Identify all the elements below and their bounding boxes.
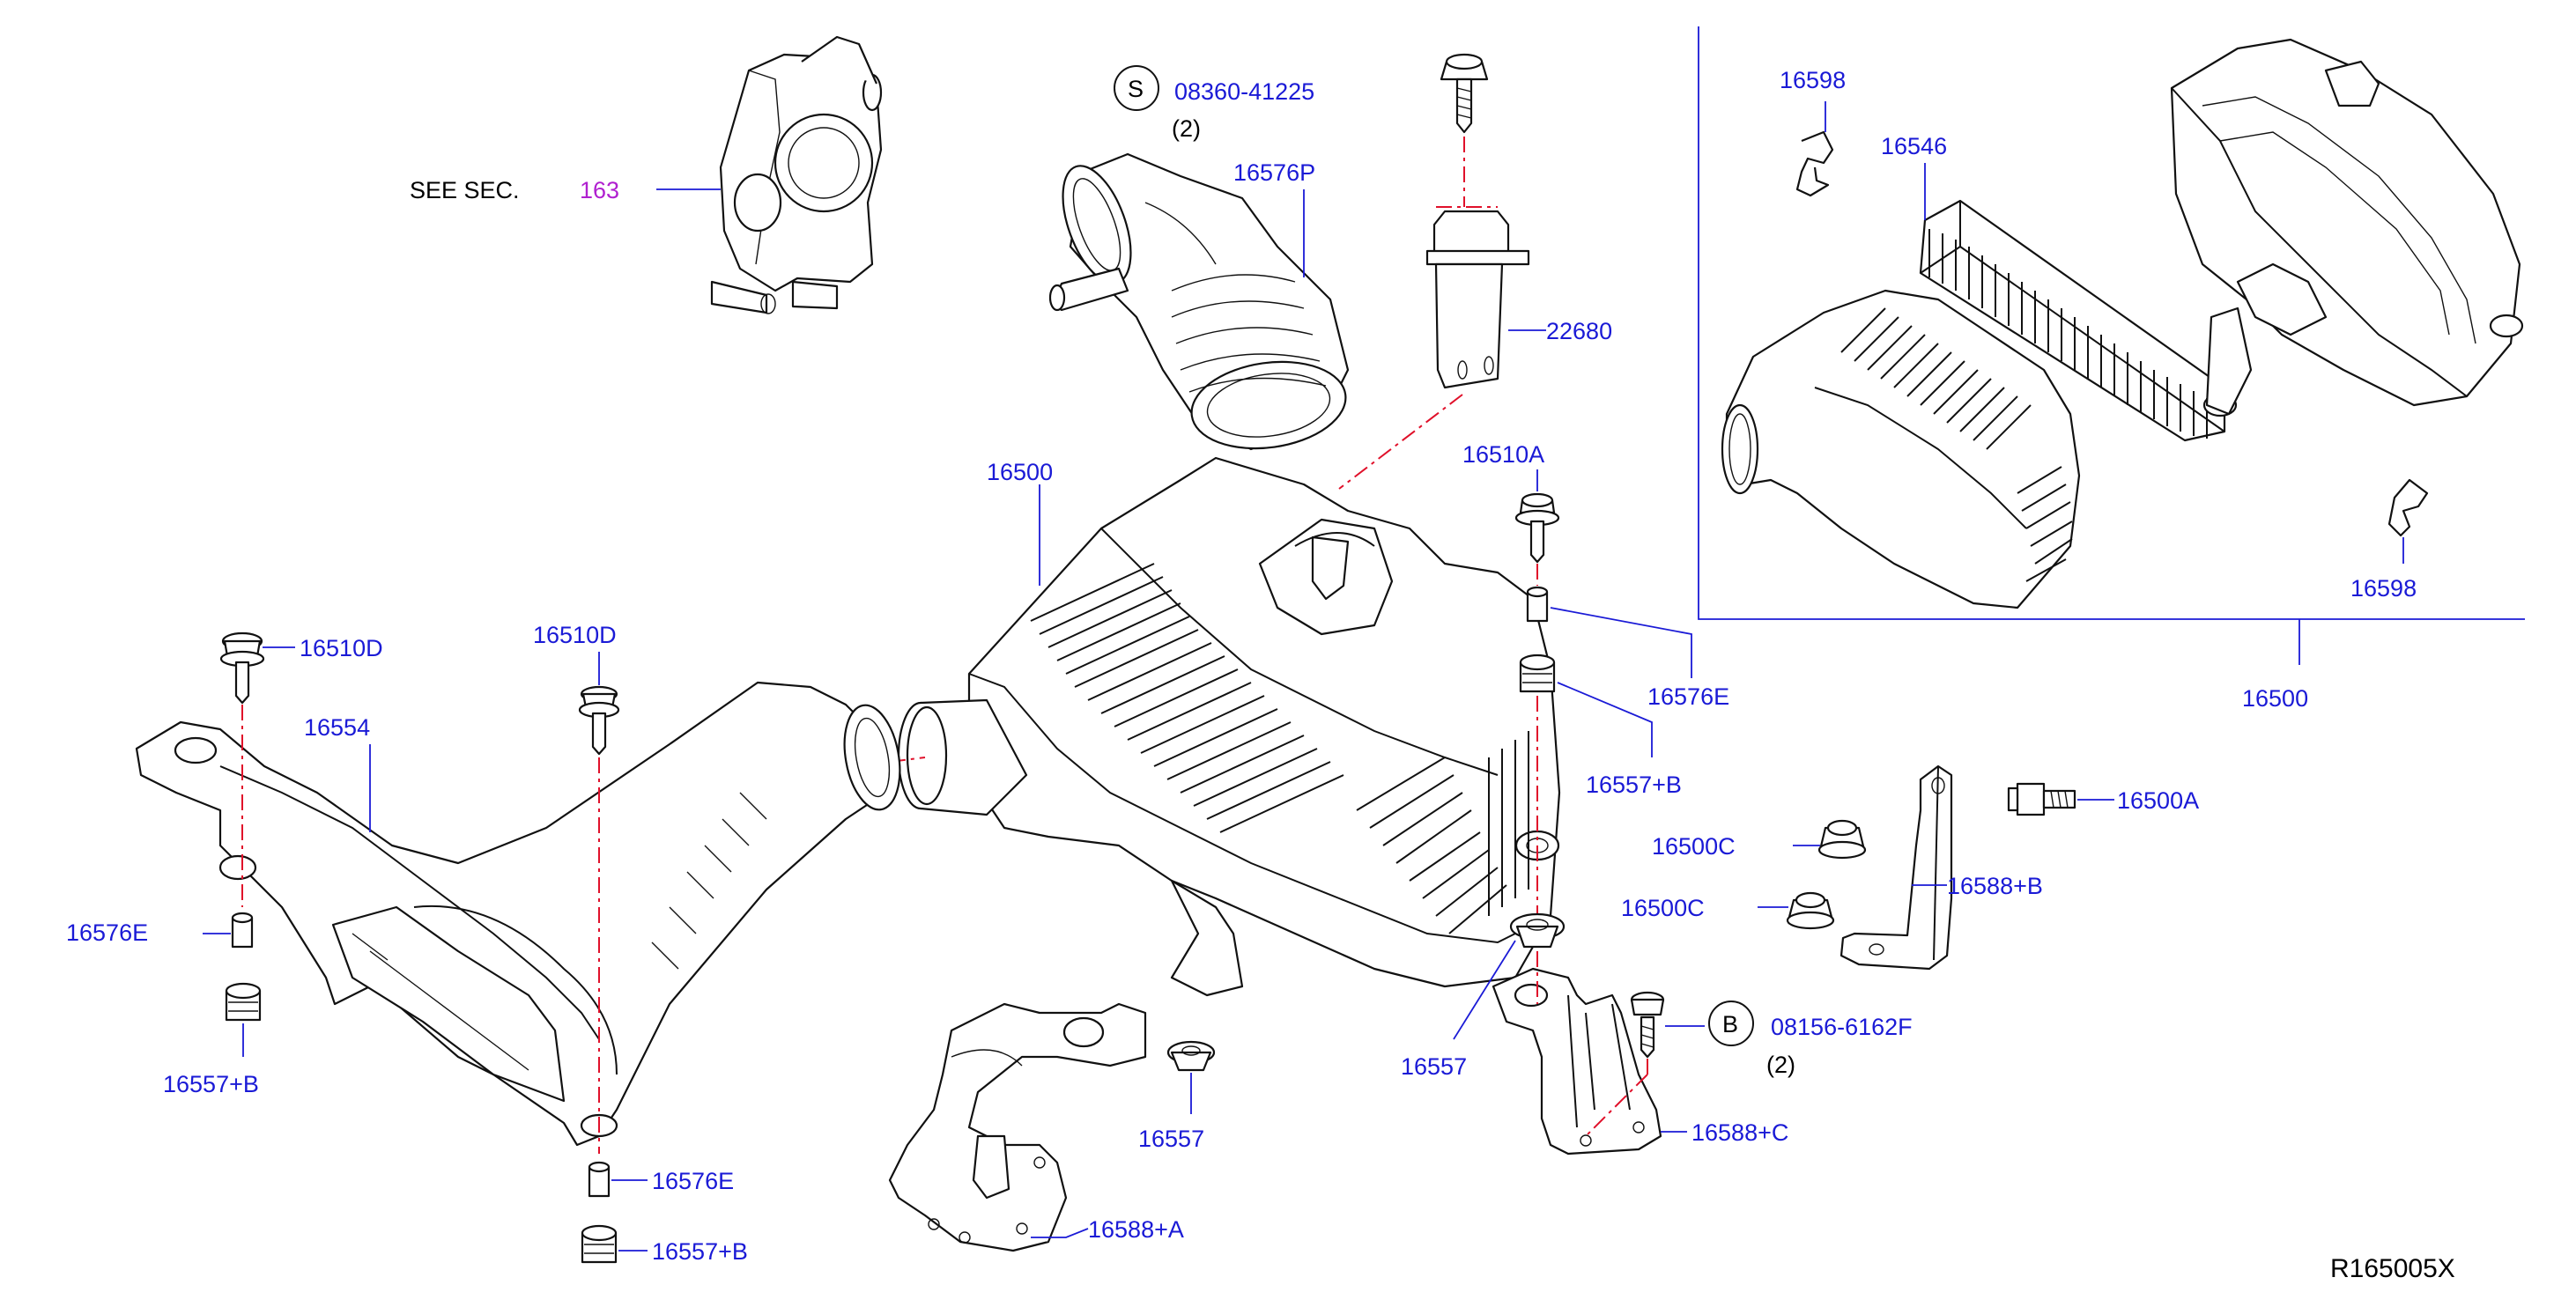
label-16500a: 16500A bbox=[2117, 787, 2199, 814]
screw-quantity: (2) bbox=[1172, 115, 1201, 142]
bolt-16510a-part bbox=[1514, 492, 1560, 564]
bracket-16588b-part bbox=[1839, 764, 1953, 971]
lead-16588a bbox=[1031, 1228, 1089, 1238]
maf-sensor-22680-part bbox=[1425, 210, 1530, 389]
bolt-symbol: B bbox=[1722, 1011, 1738, 1037]
label-16557-right: 16557 bbox=[1401, 1053, 1467, 1080]
nut-16500c-top-part bbox=[1817, 819, 1867, 860]
filter-element-16546-part bbox=[1919, 199, 2226, 442]
nut-16500c-bottom-part bbox=[1786, 891, 1835, 930]
inset-frame bbox=[1698, 26, 2525, 620]
bolt-16510d-left-part bbox=[219, 631, 265, 705]
bolt-part-number: 08156-6162F bbox=[1771, 1014, 1913, 1040]
maf-dashline bbox=[1338, 394, 1463, 490]
label-16510d-mid: 16510D bbox=[533, 622, 617, 648]
label-16588a: 16588+A bbox=[1088, 1216, 1184, 1243]
air-duct-16576p-part bbox=[1048, 152, 1350, 451]
screw-08360-part bbox=[1440, 53, 1489, 134]
lead-16557-right bbox=[1453, 940, 1516, 1040]
bolt-16510d-mid-part bbox=[578, 685, 620, 756]
label-16546: 16546 bbox=[1881, 133, 1947, 159]
label-16598-bottom: 16598 bbox=[2350, 575, 2417, 602]
grommet-16557b-bottom-part bbox=[581, 1224, 618, 1264]
label-16588c: 16588+C bbox=[1691, 1119, 1788, 1146]
lead-16557b-right bbox=[1557, 682, 1653, 757]
label-16510a: 16510A bbox=[1462, 441, 1544, 468]
spacer-16576e-left-part bbox=[231, 912, 254, 949]
grommet-16557b-left-part bbox=[225, 982, 262, 1022]
label-16576e-left: 16576E bbox=[66, 919, 148, 946]
bolt-symbol-circle bbox=[1708, 1001, 1754, 1046]
screw-symbol: S bbox=[1128, 76, 1144, 102]
label-16576e-right: 16576E bbox=[1647, 683, 1729, 710]
bolt-quantity: (2) bbox=[1766, 1052, 1795, 1078]
resonator-16554-part bbox=[135, 681, 901, 1147]
lower-case-part bbox=[1721, 289, 2081, 609]
label-16598-top: 16598 bbox=[1780, 67, 1846, 93]
label-16500c-top: 16500C bbox=[1652, 833, 1736, 860]
label-16557-center: 16557 bbox=[1138, 1126, 1204, 1152]
grommet-16557-center-part bbox=[1166, 1040, 1216, 1072]
label-16500-inset: 16500 bbox=[2242, 685, 2308, 712]
bracket-16588a-part bbox=[888, 1002, 1147, 1252]
bracket-c-dash-2 bbox=[1585, 1074, 1648, 1137]
label-16554: 16554 bbox=[304, 714, 370, 741]
label-16576p: 16576P bbox=[1233, 159, 1315, 186]
diagram-code: R165005X bbox=[2330, 1254, 2455, 1283]
bracket-16588c-part bbox=[1492, 967, 1662, 1156]
label-16576e-bottom: 16576E bbox=[652, 1168, 734, 1194]
lead-16576e-right bbox=[1550, 607, 1692, 678]
grommet-16557b-right-part bbox=[1519, 654, 1556, 693]
label-16557b-right: 16557+B bbox=[1586, 772, 1682, 798]
throttle-body-part bbox=[710, 35, 883, 314]
bolt-16500a-part bbox=[2007, 782, 2076, 816]
see-section-number: 163 bbox=[580, 177, 619, 203]
label-16500-main: 16500 bbox=[987, 459, 1053, 485]
air-cleaner-16500-part bbox=[897, 456, 1561, 997]
label-16500c-bottom: 16500C bbox=[1621, 895, 1705, 921]
label-16557b-left: 16557+B bbox=[163, 1071, 259, 1097]
clip-16598-top-part bbox=[1795, 130, 1834, 197]
screw-part-number: 08360-41225 bbox=[1174, 78, 1314, 105]
label-22680: 22680 bbox=[1546, 318, 1612, 344]
see-section-prefix: SEE SEC. bbox=[410, 177, 520, 203]
label-16588b: 16588+B bbox=[1947, 873, 2043, 899]
grommet-16557-right-part bbox=[1509, 912, 1566, 949]
spacer-16576e-bottom-part bbox=[588, 1161, 611, 1198]
clip-16598-bottom-part bbox=[2387, 478, 2429, 537]
label-16557b-bottom: 16557+B bbox=[652, 1238, 748, 1265]
bolt-08156-part bbox=[1630, 991, 1665, 1059]
spacer-16576e-right-part bbox=[1526, 586, 1549, 623]
screw-symbol-circle bbox=[1114, 65, 1159, 111]
label-16510d-left: 16510D bbox=[300, 635, 383, 661]
upper-cover-part bbox=[2170, 38, 2524, 417]
